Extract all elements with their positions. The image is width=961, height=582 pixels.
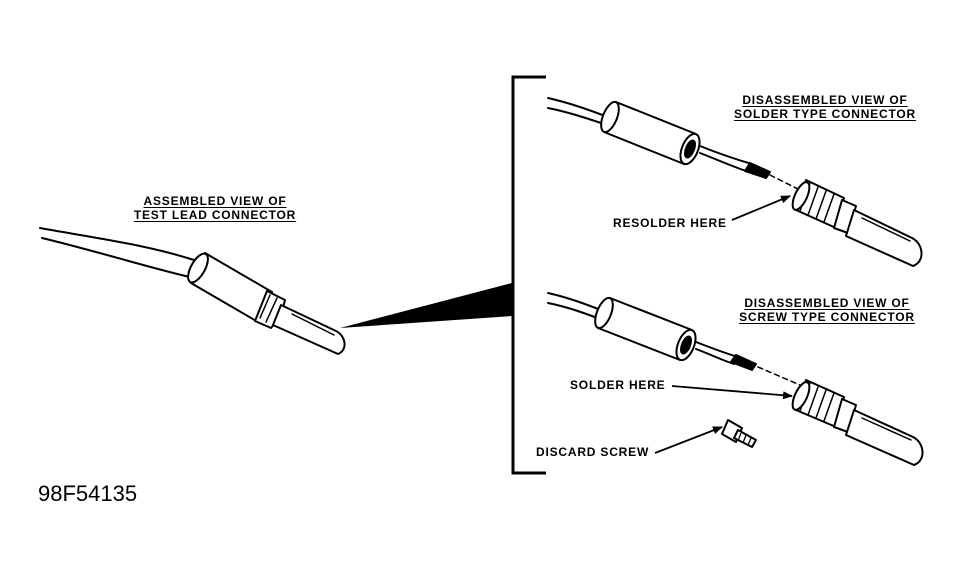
view-bracket — [511, 75, 546, 475]
assembled-connector-drawing — [39, 227, 346, 355]
callout-wedge — [340, 283, 512, 328]
solder-heading-line-2: SOLDER TYPE CONNECTOR — [734, 107, 916, 121]
discard-screw-drawing — [721, 419, 757, 448]
screw-heading-line-2: SCREW TYPE CONNECTOR — [739, 310, 915, 324]
discard-arrow — [654, 426, 723, 454]
callout-arrows — [654, 195, 793, 454]
solder-arrow — [671, 385, 793, 400]
screw-type-connector-drawing — [547, 292, 924, 466]
solder-heading-line-1: DISASSEMBLED VIEW OF — [742, 93, 908, 107]
solder-here-label: SOLDER HERE — [570, 378, 666, 392]
assembled-view-heading: ASSEMBLED VIEW OF TEST LEAD CONNECTOR — [125, 194, 305, 222]
assembled-heading-line-1: ASSEMBLED VIEW OF — [143, 194, 287, 208]
screw-heading-line-1: DISASSEMBLED VIEW OF — [744, 296, 910, 310]
solder-type-heading: DISASSEMBLED VIEW OF SOLDER TYPE CONNECT… — [725, 93, 925, 121]
figure-code: 98F54135 — [38, 481, 138, 506]
resolder-here-label: RESOLDER HERE — [613, 216, 727, 230]
discard-screw-label: DISCARD SCREW — [536, 445, 650, 459]
assembled-heading-line-2: TEST LEAD CONNECTOR — [133, 208, 297, 222]
screw-type-heading: DISASSEMBLED VIEW OF SCREW TYPE CONNECTO… — [727, 296, 927, 324]
resolder-arrow — [731, 195, 791, 221]
solder-type-connector-drawing — [547, 97, 923, 267]
